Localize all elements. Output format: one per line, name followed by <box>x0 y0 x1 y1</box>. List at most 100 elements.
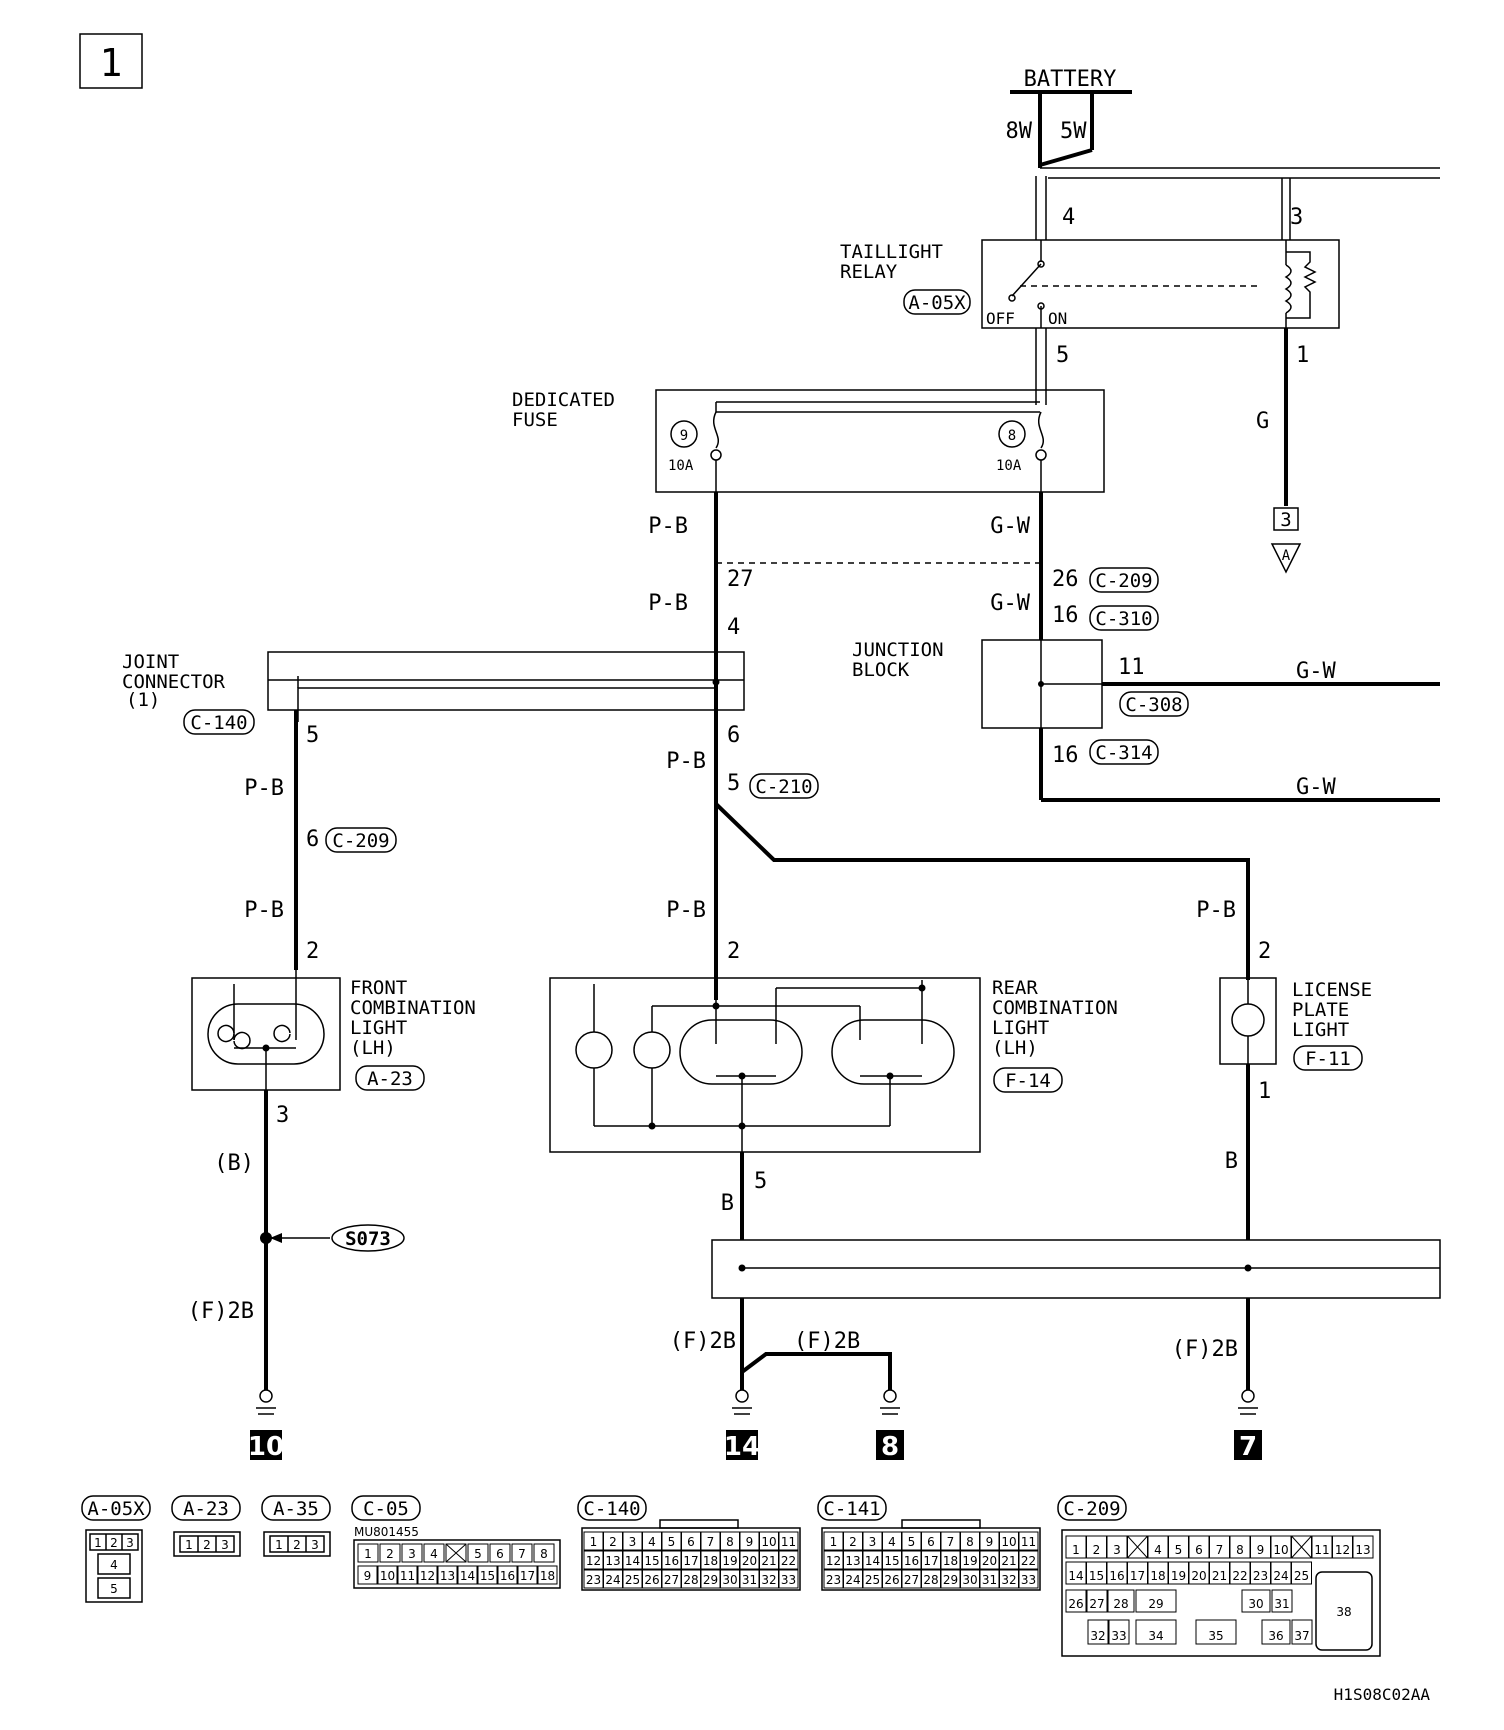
pin: 11 <box>781 1535 796 1549</box>
junction-label-line2: BLOCK <box>852 659 910 681</box>
c209-pin: 19 <box>1171 1569 1186 1583</box>
pin: 18 <box>943 1554 958 1568</box>
page-number-box <box>79 33 143 89</box>
connector-cell <box>401 1543 423 1563</box>
conn-c308: C-308 <box>1125 694 1182 716</box>
c209-pin: 29 <box>1148 1597 1163 1611</box>
wire-5w: 5W <box>1060 119 1087 144</box>
c209-pin: 31 <box>1274 1597 1289 1611</box>
conn-c141-name: C-141 <box>823 1498 880 1520</box>
c209-pin: 20 <box>1191 1569 1206 1583</box>
blank-pin-cross <box>1291 1535 1312 1559</box>
c209-pin: 14 <box>1068 1569 1083 1583</box>
connector-cell <box>357 1543 379 1563</box>
wire-pb-left-2: P-B <box>244 898 284 923</box>
fuse-8-amp: 10A <box>996 458 1022 474</box>
svg-text:1: 1 <box>275 1538 283 1552</box>
wire-gw-2: G-W <box>990 591 1030 616</box>
pin: 29 <box>943 1573 958 1587</box>
wire-gw-right-1: G-W <box>1296 659 1336 684</box>
c209-pin: 13 <box>1355 1543 1370 1557</box>
pin: 8 <box>966 1535 974 1549</box>
c209-pin: 30 <box>1248 1597 1263 1611</box>
c05-pin: 8 <box>540 1547 548 1561</box>
conn-c05-name: C-05 <box>363 1498 409 1520</box>
ground-symbols <box>256 1389 1258 1415</box>
c209-pin: 36 <box>1268 1629 1283 1643</box>
c05-pin: 1 <box>364 1547 372 1561</box>
wire-f2b-mid-1: (F)2B <box>670 1329 736 1354</box>
wire-f2b-mid-2: (F)2B <box>794 1329 860 1354</box>
pin: 28 <box>923 1573 938 1587</box>
connector-cell <box>489 1543 511 1563</box>
pin: 9 <box>746 1535 754 1549</box>
pin: 4 <box>648 1535 656 1549</box>
relay-connector: A-05X <box>908 292 966 314</box>
c05-pin: 15 <box>480 1569 495 1583</box>
c05-pin: 13 <box>440 1569 455 1583</box>
c209-pin: 22 <box>1232 1569 1247 1583</box>
c209-pin: 24 <box>1273 1569 1288 1583</box>
pin: 12 <box>826 1554 841 1568</box>
fuse-9-amp: 10A <box>668 458 694 474</box>
license-light-line1: LICENSE <box>1292 979 1372 1001</box>
pin: 20 <box>742 1554 757 1568</box>
rear-light-line1: REAR <box>992 977 1038 999</box>
pin: 9 <box>986 1535 994 1549</box>
c209-pin: 17 <box>1130 1569 1145 1583</box>
blank-pin-cross <box>1127 1535 1148 1559</box>
pin: 3 <box>629 1535 637 1549</box>
pin: 27 <box>904 1573 919 1587</box>
c209-pin: 26 <box>1068 1597 1083 1611</box>
connector-cell <box>423 1543 445 1563</box>
conn-c05-sub: MU801455 <box>354 1525 419 1539</box>
pin: 27 <box>664 1573 679 1587</box>
conn-a23-name: A-23 <box>183 1498 229 1520</box>
front-light-line2: COMBINATION <box>350 997 476 1019</box>
joint-connector-id: C-140 <box>190 712 247 734</box>
relay-on-label: ON <box>1048 309 1067 328</box>
pin: 31 <box>982 1573 997 1587</box>
relay-pin-4: 4 <box>1062 205 1075 230</box>
pin: 21 <box>761 1554 776 1568</box>
connector-cell <box>778 1531 799 1551</box>
svg-text:2: 2 <box>110 1536 118 1550</box>
conn-c209-a: C-209 <box>1095 570 1152 592</box>
relay-pin-1: 1 <box>1296 343 1309 368</box>
pin-16b: 16 <box>1052 743 1079 768</box>
pin-6-left: 6 <box>306 827 319 852</box>
pin: 19 <box>962 1554 977 1568</box>
front-light-line3: LIGHT <box>350 1017 407 1039</box>
front-light-line1: FRONT <box>350 977 407 999</box>
connector-cell <box>1291 1561 1312 1585</box>
pin-5-mid: 5 <box>754 1169 767 1194</box>
pin: 1 <box>830 1535 838 1549</box>
c209-pin: 35 <box>1208 1629 1223 1643</box>
license-light-line2: PLATE <box>1292 999 1349 1021</box>
connector-cell <box>467 1543 489 1563</box>
c209-pin: 4 <box>1154 1543 1162 1557</box>
pin: 23 <box>586 1573 601 1587</box>
front-light-line4: (LH) <box>350 1037 396 1059</box>
connector-cell <box>1086 1589 1108 1613</box>
conn-c210: C-210 <box>755 776 812 798</box>
c209-pin: 16 <box>1109 1569 1124 1583</box>
taillight-relay: TAILLIGHT RELAY A-05X 4 3 OFF ON <box>840 205 1340 329</box>
c05-pin: 17 <box>520 1569 535 1583</box>
conn-c310: C-310 <box>1095 608 1152 630</box>
connector-cell <box>477 1565 498 1585</box>
pin: 6 <box>927 1535 935 1549</box>
pin-6-center: 6 <box>727 723 740 748</box>
relay-pin-5: 5 <box>1056 343 1069 368</box>
c209-pin: 12 <box>1335 1543 1350 1557</box>
pin: 1 <box>590 1535 598 1549</box>
conn-a35-name: A-35 <box>273 1498 319 1520</box>
front-light-connector: A-23 <box>367 1068 413 1090</box>
pin: 17 <box>923 1554 938 1568</box>
connector-a05x: A-05X 1 2 3 4 5 <box>81 1495 151 1603</box>
c209-pin: 27 <box>1089 1597 1104 1611</box>
pin-11: 11 <box>1118 655 1145 680</box>
connector-cell <box>437 1565 458 1585</box>
